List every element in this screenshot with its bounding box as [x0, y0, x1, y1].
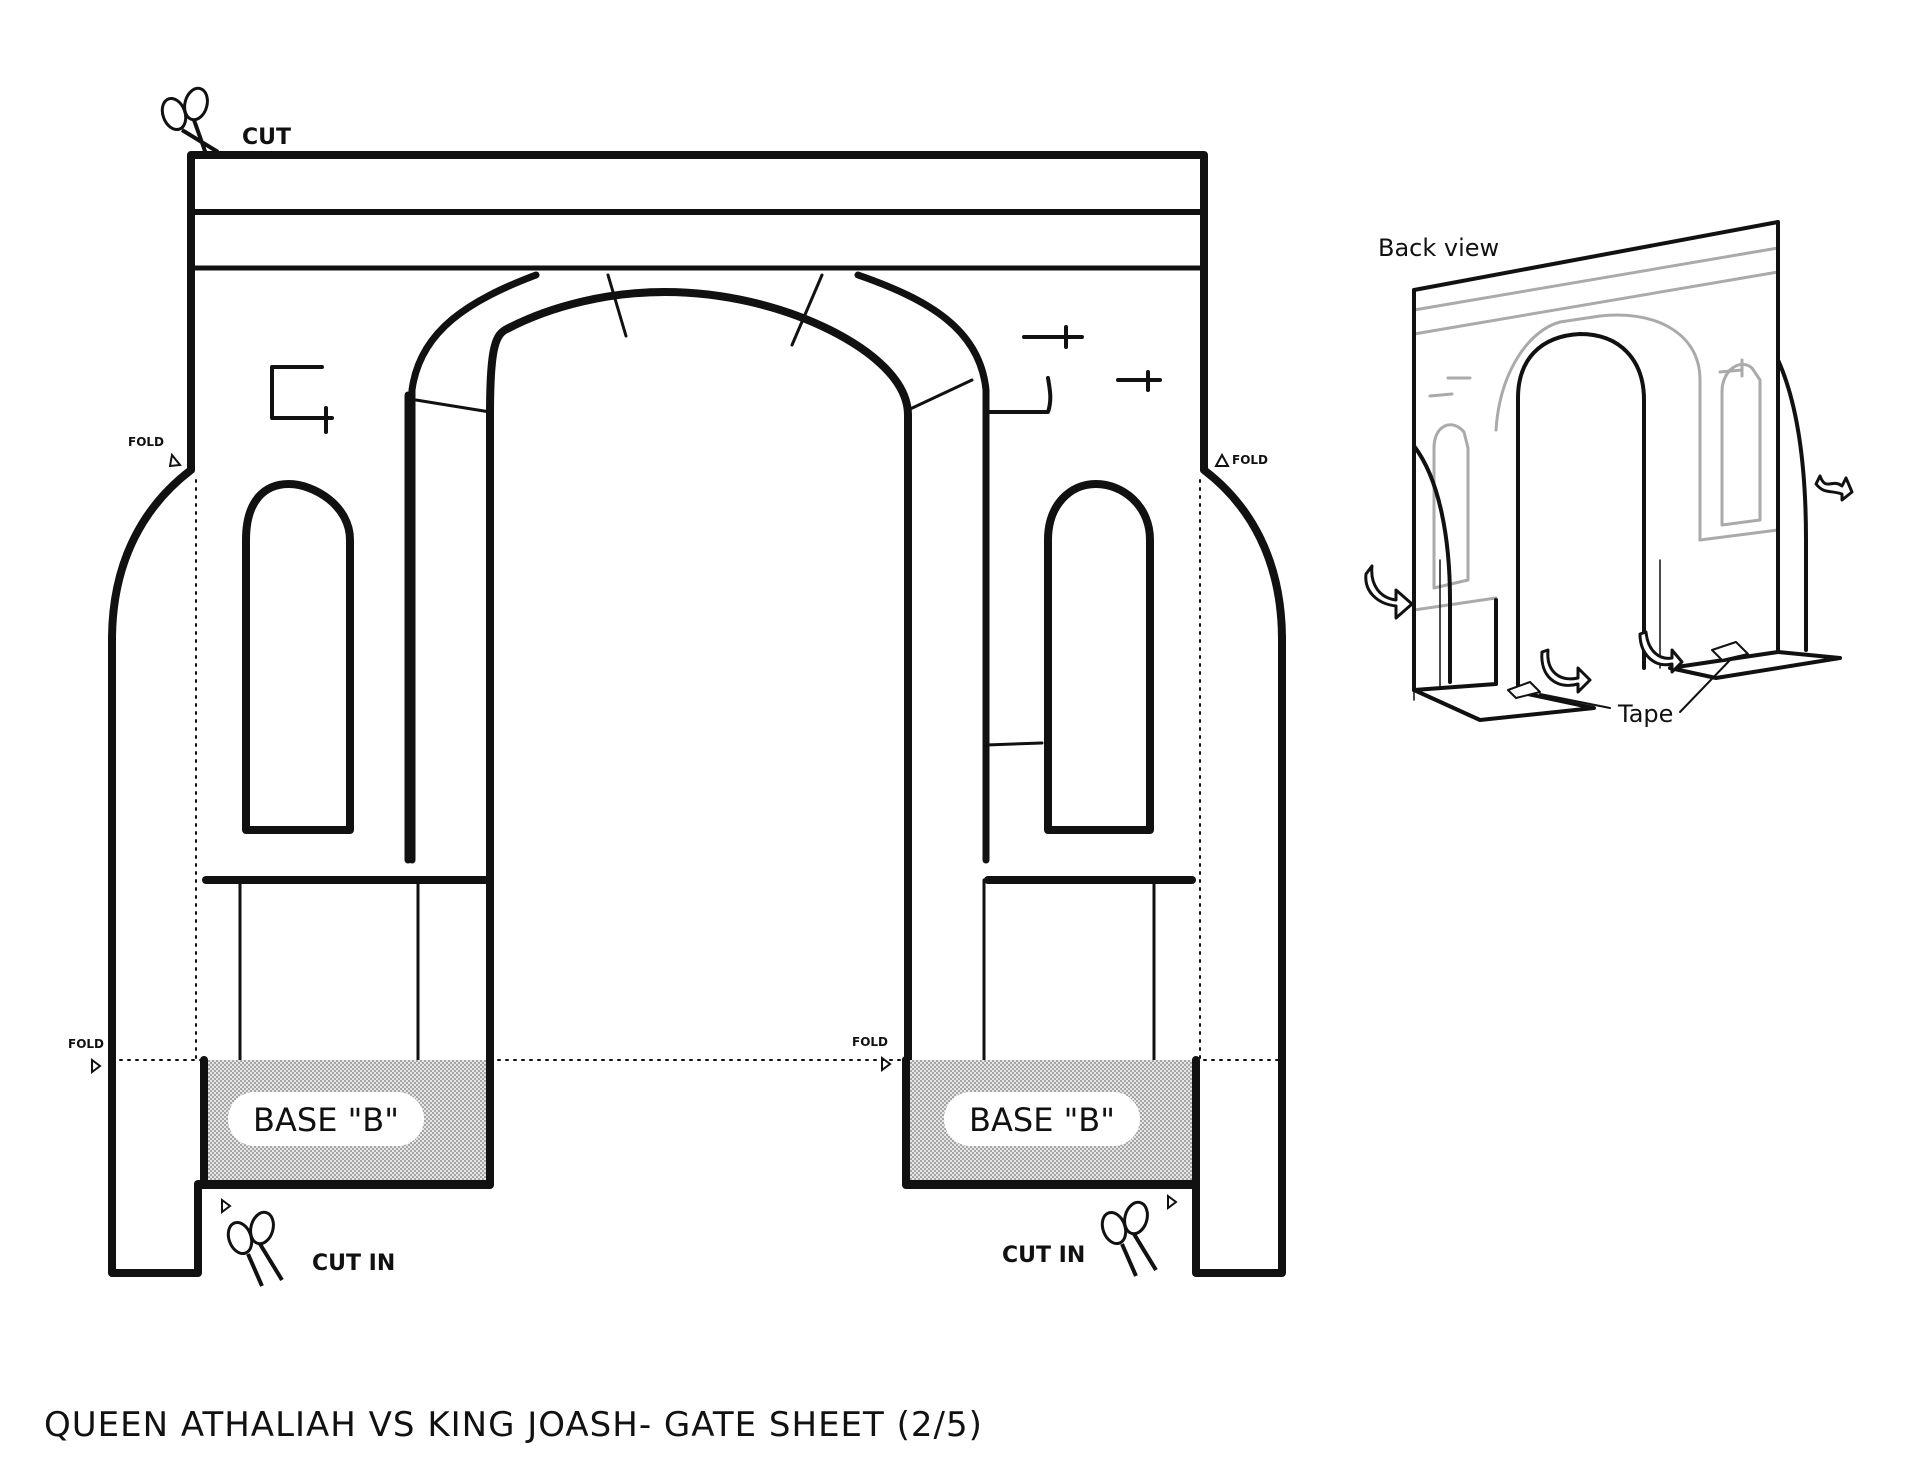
scissors-icon: [160, 86, 220, 155]
fold-marker-bottom-left: FOLD: [68, 1037, 104, 1074]
fold-arrow-right-icon: [1814, 474, 1854, 502]
svg-text:FOLD: FOLD: [1232, 453, 1268, 467]
fold-lines: [111, 479, 1283, 1061]
stone-mark-5: [984, 741, 1044, 747]
fold-marker-top-right: FOLD: [1214, 452, 1268, 467]
svg-text:FOLD: FOLD: [68, 1037, 104, 1051]
scissors-icon: [1100, 1200, 1158, 1277]
fold-marker-top-left: FOLD: [128, 435, 182, 468]
right-window: [1044, 480, 1154, 834]
fold-arrow-base-left-icon: [1540, 648, 1592, 694]
arch-voussoir: [404, 271, 540, 864]
stone-mark-3: [988, 376, 1053, 414]
svg-text:FOLD: FOLD: [852, 1035, 888, 1049]
tape-icon: [1711, 641, 1749, 661]
cut-in-marker-left: [221, 1198, 232, 1214]
sheet-title: QUEEN ATHALIAH VS KING JOASH- GATE SHEET…: [44, 1405, 983, 1445]
cut-label: CUT: [242, 125, 291, 150]
voussoir-joint-1: [606, 273, 628, 338]
base-label-right-pill: [944, 1092, 1140, 1146]
gate-cutout: [108, 151, 1286, 1277]
svg-text:FOLD: FOLD: [128, 435, 164, 449]
cut-in-marker-right: [1167, 1194, 1178, 1210]
fold-marker-bottom-middle: FOLD: [852, 1035, 892, 1072]
voussoir-joint-2: [790, 273, 824, 347]
tape-label: Tape: [1617, 700, 1673, 728]
stone-mark-2: [1022, 325, 1084, 349]
stone-mark-4: [1116, 370, 1162, 392]
base-label-right: BASE "B": [969, 1101, 1115, 1139]
base-label-left: BASE "B": [253, 1101, 399, 1139]
tape-icon: [1507, 681, 1541, 699]
back-view-label: Back view: [1378, 234, 1499, 262]
voussoir-joint-4: [906, 378, 974, 412]
left-window: [242, 480, 354, 834]
cut-in-label-left: CUT IN: [312, 1251, 395, 1276]
voussoir-joint-3: [414, 398, 492, 414]
arch-voussoir-right: [854, 271, 990, 864]
cut-in-label-right: CUT IN: [1002, 1243, 1085, 1268]
base-label-left-pill: [228, 1092, 424, 1146]
fold-arrow-left-icon: [1364, 564, 1414, 620]
gate-outline: [108, 151, 1286, 1277]
fold-arrow-base-right-icon: [1638, 630, 1684, 674]
stone-mark-1: [270, 365, 334, 434]
scissors-icon: [226, 1210, 284, 1287]
back-view-illustration: [1364, 220, 1854, 722]
